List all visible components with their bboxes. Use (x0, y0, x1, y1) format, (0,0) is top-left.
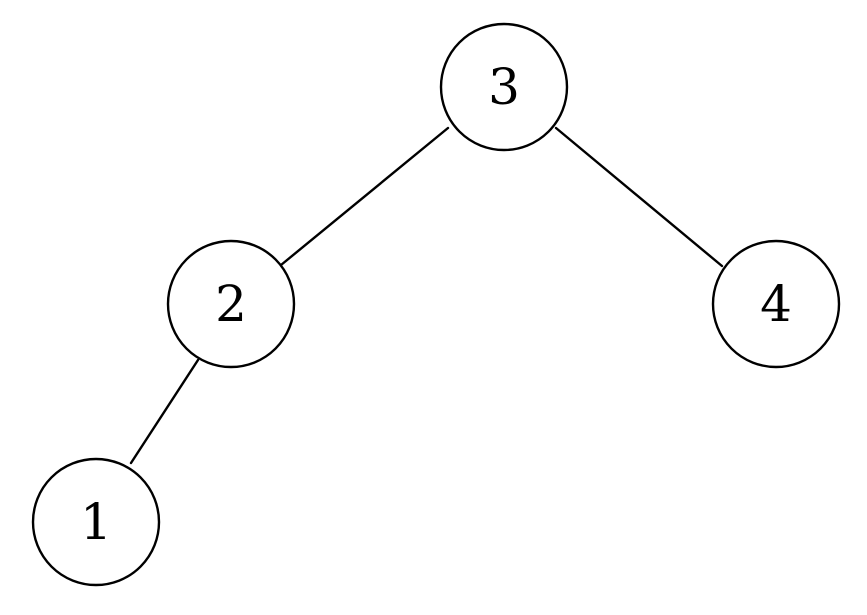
node-circle (31, 457, 161, 587)
node-circle (166, 239, 296, 369)
tree-node-2: 2 (166, 239, 296, 369)
tree-node-4: 4 (711, 239, 841, 369)
node-label: 3 (488, 58, 520, 116)
edge-2-to-1 (129, 358, 200, 465)
node-circle (711, 239, 841, 369)
tree-node-1: 1 (31, 457, 161, 587)
node-label: 2 (215, 275, 247, 333)
node-label: 4 (760, 275, 792, 333)
edge-3-to-4 (554, 126, 724, 268)
edge-3-to-2 (279, 126, 450, 267)
node-label: 1 (80, 493, 112, 551)
tree-node-3: 3 (439, 22, 569, 152)
node-circle (439, 22, 569, 152)
